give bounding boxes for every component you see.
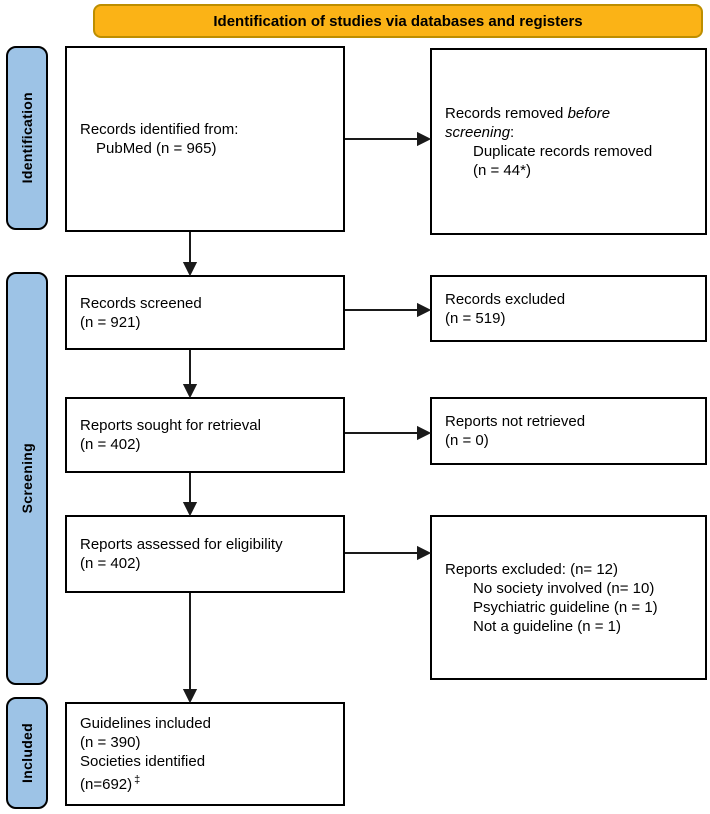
reports-assessed-line2: (n = 402) <box>80 555 141 572</box>
records-identified-line1: Records identified from: <box>80 121 239 138</box>
box-reports-not-retrieved: Reports not retrieved (n = 0) <box>430 397 707 465</box>
included-line4-count: (n=692) <box>80 776 133 793</box>
records-removed-line1: Records removed before <box>445 104 611 122</box>
arrow-sought-to-assessed <box>182 473 198 517</box>
reports-not-retrieved-line2: (n = 0) <box>445 432 489 449</box>
included-line2: (n = 390) <box>80 734 141 751</box>
arrow-sought-to-not-retrieved <box>345 425 432 441</box>
stage-included: Included <box>6 697 48 809</box>
records-identified-line2: PubMed (n = 965) <box>96 140 217 157</box>
stage-included-label: Included <box>19 723 35 783</box>
included-line3: Societies identified <box>80 753 206 770</box>
reports-excluded-line4: Not a guideline (n = 1) <box>473 617 622 635</box>
stage-screening: Screening <box>6 272 48 685</box>
stage-screening-label: Screening <box>19 443 35 514</box>
arrow-assessed-to-included <box>182 593 198 704</box>
stage-identification-label: Identification <box>19 92 35 184</box>
box-reports-assessed: Reports assessed for eligibility (n = 40… <box>65 515 345 593</box>
arrow-identified-to-screened <box>182 232 198 277</box>
records-excluded-line1: Records excluded <box>445 290 566 308</box>
banner-title: Identification of studies via databases … <box>93 4 703 38</box>
arrow-identified-to-removed <box>345 131 432 147</box>
arrow-assessed-to-reports-excluded <box>345 545 432 561</box>
reports-not-retrieved-line1: Reports not retrieved <box>445 413 586 430</box>
box-reports-excluded: Reports excluded: (n= 12) No society inv… <box>430 515 707 680</box>
records-removed-line3: Duplicate records removed <box>473 142 653 160</box>
box-records-excluded: Records excluded (n = 519) <box>430 275 707 342</box>
reports-assessed-line1: Reports assessed for eligibility <box>80 536 283 553</box>
records-excluded-line2: (n = 519) <box>445 309 506 327</box>
included-line1: Guidelines included <box>80 715 211 732</box>
box-included: Guidelines included (n = 390) Societies … <box>65 702 345 806</box>
records-screened-line1: Records screened <box>80 294 202 312</box>
records-removed-line4: (n = 44*) <box>473 161 531 179</box>
reports-sought-line2: (n = 402) <box>80 436 141 453</box>
box-reports-sought: Reports sought for retrieval (n = 402) <box>65 397 345 473</box>
records-removed-line2: screening: <box>445 123 515 141</box>
box-records-screened: Records screened (n = 921) <box>65 275 345 350</box>
reports-excluded-line2: No society involved (n= 10) <box>473 579 655 597</box>
arrow-screened-to-sought <box>182 350 198 399</box>
reports-excluded-line3: Psychiatric guideline (n = 1) <box>473 598 658 616</box>
box-records-identified: Records identified from: PubMed (n = 965… <box>65 46 345 232</box>
reports-sought-line1: Reports sought for retrieval <box>80 417 261 434</box>
double-dagger-footnote-mark: ‡ <box>134 774 141 786</box>
included-line4: (n=692)‡ <box>80 771 335 794</box>
box-records-removed: Records removed before screening: Duplic… <box>430 48 707 235</box>
stage-identification: Identification <box>6 46 48 230</box>
reports-excluded-line1: Reports excluded: (n= 12) <box>445 560 619 578</box>
records-screened-line2: (n = 921) <box>80 313 141 331</box>
arrow-screened-to-excluded <box>345 302 432 318</box>
